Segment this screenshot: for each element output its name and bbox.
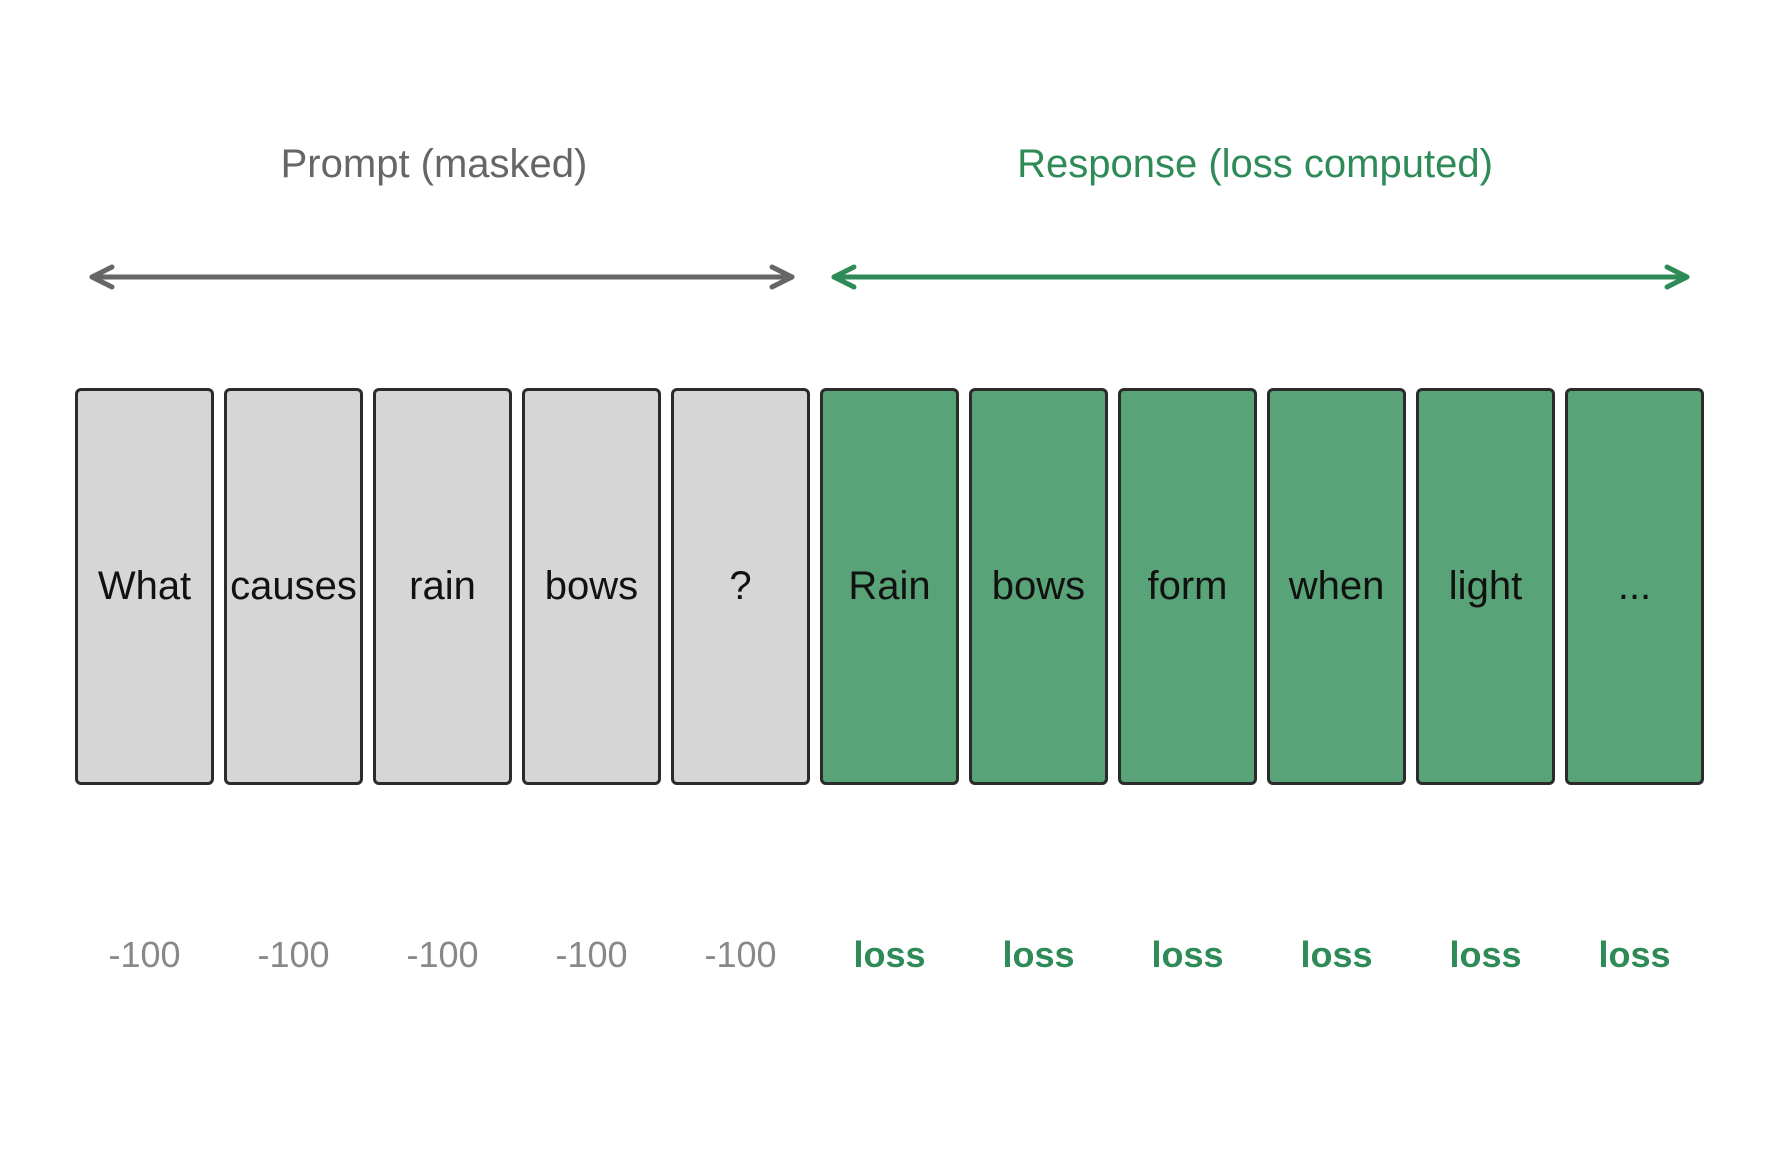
response-token: Rain [820, 388, 959, 785]
prompt-token: bows [522, 388, 661, 785]
masked-label: -100 [704, 934, 777, 975]
response-section-label: Response (loss computed) [1017, 142, 1493, 186]
response-token: bows [969, 388, 1108, 785]
response-token: light [1416, 388, 1555, 785]
prompt-token: What [75, 388, 214, 785]
loss-label: loss [1598, 934, 1671, 975]
loss-label: loss [1449, 934, 1522, 975]
response-span-arrow [831, 264, 1690, 290]
prompt-token: causes [224, 388, 363, 785]
loss-label: loss [1002, 934, 1075, 975]
loss-label: loss [853, 934, 926, 975]
masked-label: -100 [406, 934, 479, 975]
masked-label: -100 [108, 934, 181, 975]
loss-label: loss [1300, 934, 1373, 975]
prompt-section-label: Prompt (masked) [280, 142, 588, 186]
prompt-token: ? [671, 388, 810, 785]
masked-label: -100 [257, 934, 330, 975]
label-row: -100 -100 -100 -100 -100 loss loss loss loss loss… [75, 925, 1705, 985]
loss-label: loss [1151, 934, 1224, 975]
response-token: when [1267, 388, 1406, 785]
response-token: form [1118, 388, 1257, 785]
masked-label: -100 [555, 934, 628, 975]
prompt-token: rain [373, 388, 512, 785]
prompt-span-arrow [89, 264, 795, 290]
response-token: ... [1565, 388, 1704, 785]
